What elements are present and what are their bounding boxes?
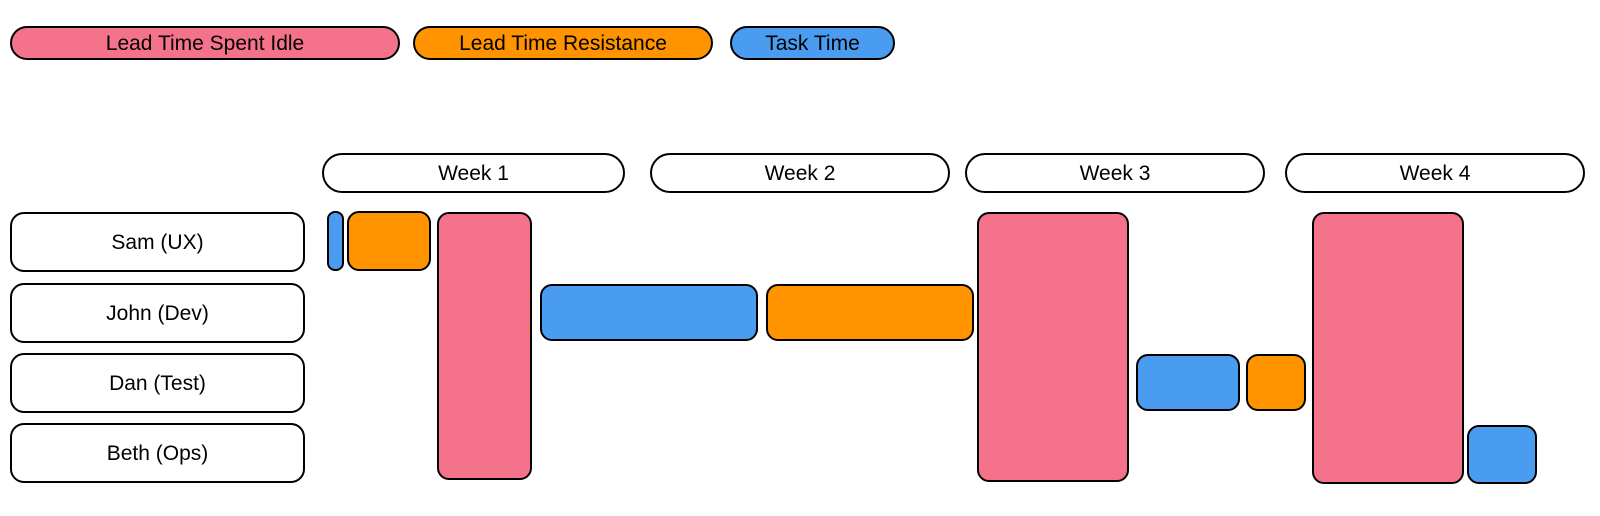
legend-item-1[interactable]: Lead Time Resistance [413,26,713,60]
week-header-label: Week 3 [1079,161,1151,185]
idle-block-week3[interactable] [977,212,1129,482]
john-task-time[interactable] [540,284,758,341]
idle-block-week1[interactable] [437,212,532,480]
legend-item-0[interactable]: Lead Time Spent Idle [10,26,400,60]
john-lead-time-resistance[interactable] [766,284,974,341]
dan-task-time[interactable] [1136,354,1240,411]
legend-item-label: Task Time [765,31,860,55]
idle-block-week4[interactable] [1312,212,1464,484]
week-header-label: Week 2 [764,161,836,185]
dan-lead-time-resistance[interactable] [1246,354,1306,411]
resource-row-label-text: Dan (Test) [109,371,206,395]
resource-row-label-2[interactable]: Dan (Test) [10,353,305,413]
resource-row-label-1[interactable]: John (Dev) [10,283,305,343]
week-header-1[interactable]: Week 1 [322,153,625,193]
week-header-label: Week 1 [438,161,509,185]
beth-task-time[interactable] [1467,425,1537,484]
legend-item-label: Lead Time Spent Idle [105,31,305,55]
sam-lead-time-resistance[interactable] [347,211,431,271]
resource-row-label-0[interactable]: Sam (UX) [10,212,305,272]
resource-row-label-text: Beth (Ops) [106,441,209,465]
week-header-label: Week 4 [1399,161,1471,185]
sam-task-time[interactable] [327,211,344,271]
week-header-3[interactable]: Week 3 [965,153,1265,193]
legend-item-label: Lead Time Resistance [459,31,667,55]
week-header-2[interactable]: Week 2 [650,153,950,193]
resource-row-label-3[interactable]: Beth (Ops) [10,423,305,483]
legend-item-2[interactable]: Task Time [730,26,895,60]
resource-row-label-text: John (Dev) [106,301,209,325]
week-header-4[interactable]: Week 4 [1285,153,1585,193]
resource-row-label-text: Sam (UX) [111,230,204,254]
